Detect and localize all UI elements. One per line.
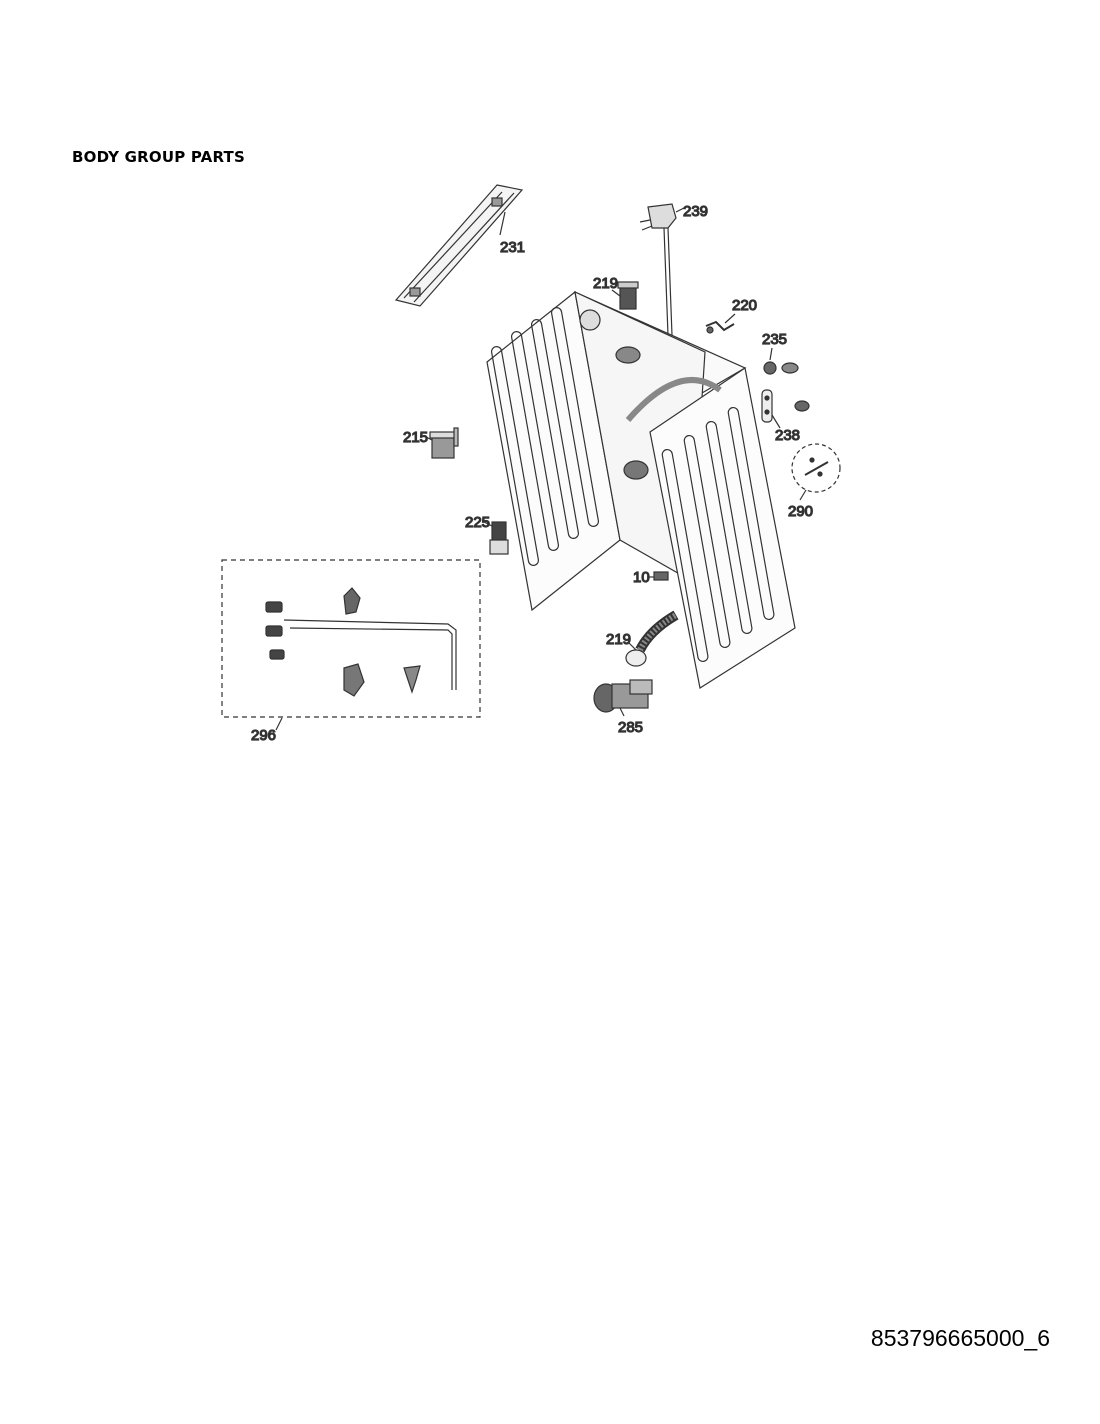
part-cabinet-body[interactable] bbox=[486, 290, 796, 689]
part-290-screw-set[interactable] bbox=[791, 443, 841, 501]
part-220-clip[interactable] bbox=[705, 313, 736, 334]
page-title: BODY GROUP PARTS bbox=[72, 148, 245, 166]
label-238: 238 bbox=[775, 427, 800, 444]
part-219-drain-hose[interactable] bbox=[625, 610, 679, 667]
label-290: 290 bbox=[788, 503, 813, 520]
label-231: 231 bbox=[500, 239, 525, 256]
label-285: 285 bbox=[618, 719, 643, 736]
part-219-top-hose[interactable] bbox=[611, 281, 639, 310]
part-231-top-rail[interactable] bbox=[394, 184, 524, 307]
label-219-top: 219 bbox=[593, 275, 618, 292]
part-10-screw[interactable] bbox=[647, 571, 669, 581]
part-296-wiring-kit[interactable] bbox=[221, 559, 481, 731]
label-219-bottom: 219 bbox=[606, 631, 631, 648]
label-225: 225 bbox=[465, 514, 490, 531]
part-235-component[interactable] bbox=[763, 347, 799, 375]
document-number: 853796665000_6 bbox=[870, 1325, 1050, 1351]
part-225-fitting[interactable] bbox=[483, 521, 509, 555]
part-239-power-plug[interactable] bbox=[639, 203, 685, 336]
label-235: 235 bbox=[762, 331, 787, 348]
label-239: 239 bbox=[683, 203, 708, 220]
label-220: 220 bbox=[732, 297, 757, 314]
label-296: 296 bbox=[251, 727, 276, 744]
part-215-filter[interactable] bbox=[423, 427, 459, 459]
part-238-bracket[interactable] bbox=[761, 389, 810, 429]
label-215: 215 bbox=[403, 429, 428, 446]
label-10: 10 bbox=[633, 569, 650, 586]
part-285-drain-pump[interactable] bbox=[593, 679, 653, 717]
